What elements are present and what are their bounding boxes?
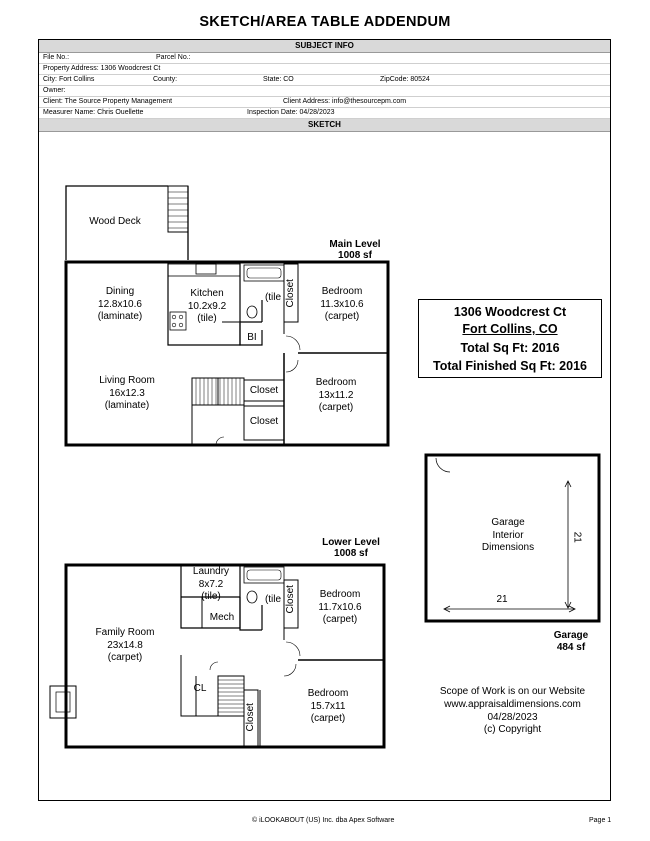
room-main-bedroom-1: Bedroom 11.3x10.6 (carpet) — [320, 286, 364, 322]
lower-level-title: Lower Level — [322, 537, 380, 548]
main-bath-tile-label: (tile — [264, 292, 282, 303]
lower-level-outline — [49, 563, 386, 749]
info-row-address: Property Address: 1306 Woodcrest Ct — [39, 64, 610, 75]
garage-outline — [424, 453, 601, 623]
inspection-date: Inspection Date: 04/28/2023 — [247, 109, 335, 116]
room-living-room: Living Room 16x12.3 (laminate) — [99, 375, 155, 411]
main-closet-vertical-label: Closet — [284, 279, 296, 308]
info-row-measurer: Measurer Name: Chris Ouellette Inspectio… — [39, 108, 610, 119]
room-lower-bedroom-2: Bedroom 15.7x11 (carpet) — [307, 688, 349, 724]
subject-info-header: SUBJECT INFO — [39, 40, 610, 53]
garage-title: Garage — [553, 630, 589, 641]
room-lower-bedroom-1: Bedroom 11.7x10.6 (carpet) — [318, 589, 362, 625]
info-row-file: File No.: Parcel No.: — [39, 53, 610, 64]
client: Client: The Source Property Management — [43, 98, 173, 105]
room-kitchen: Kitchen 10.2x9.2 (tile) — [187, 288, 227, 324]
wood-deck-label: Wood Deck — [89, 216, 141, 227]
scope-of-work-note: Scope of Work is on our Website www.appr… — [420, 686, 605, 737]
room-main-bedroom-2: Bedroom 13x11.2 (carpet) — [315, 377, 357, 413]
county-label: County: — [153, 76, 178, 83]
lower-closet-vertical-label: Closet — [284, 585, 296, 614]
info-row-client: Client: The Source Property Management C… — [39, 97, 610, 108]
website-link[interactable]: www.appraisaldimensions.com — [444, 698, 581, 710]
client-address: Client Address: info@thesourcepm.com — [283, 98, 407, 105]
file-no-label: File No.: — [43, 54, 70, 61]
summary-address: 1306 Woodcrest Ct — [453, 305, 567, 319]
summary-city: Fort Collins, CO — [462, 322, 558, 336]
property-summary-box: 1306 Woodcrest Ct Fort Collins, CO Total… — [418, 299, 602, 378]
lower-closet-label: Closet — [244, 703, 256, 732]
main-closet-2-label: Closet — [249, 416, 279, 427]
footer-copyright: © iLOOKABOUT (US) Inc. dba Apex Software — [252, 817, 395, 824]
measurer-name: Measurer Name: Chris Ouellette — [43, 109, 144, 116]
city: City: Fort Collins — [43, 76, 95, 83]
room-dining: Dining 12.8x10.6 (laminate) — [97, 286, 143, 322]
footer-page-number: Page 1 — [589, 817, 612, 824]
state: State: CO — [263, 76, 294, 83]
sketch-header: SKETCH — [39, 119, 610, 132]
garage-interior-label: Garage Interior Dimensions — [481, 517, 535, 553]
lower-level-area: 1008 sf — [334, 548, 368, 559]
info-row-owner: Owner: — [39, 86, 610, 97]
garage-dim-horizontal: 21 — [496, 594, 508, 605]
summary-total-finished-sqft: Total Finished Sq Ft: 2016 — [433, 359, 587, 373]
property-address: Property Address: 1306 Woodcrest Ct — [43, 65, 161, 72]
garage-dim-vertical: 21 — [571, 531, 583, 543]
main-bi-label: BI — [247, 332, 257, 343]
lower-cl-label: CL — [193, 683, 207, 694]
room-family-room: Family Room 23x14.8 (carpet) — [95, 627, 155, 663]
owner-label: Owner: — [43, 87, 66, 94]
main-level-outline — [64, 260, 390, 447]
summary-total-sqft: Total Sq Ft: 2016 — [460, 341, 560, 355]
main-level-title: Main Level — [329, 239, 381, 250]
parcel-no-label: Parcel No.: — [156, 54, 191, 61]
page-title: SKETCH/AREA TABLE ADDENDUM — [199, 14, 451, 30]
main-closet-1-label: Closet — [249, 385, 279, 396]
wood-deck-outline — [65, 185, 189, 260]
zip-code: ZipCode: 80524 — [380, 76, 430, 83]
room-laundry: Laundry 8x7.2 (tile) — [192, 566, 230, 602]
info-row-city: City: Fort Collins County: State: CO Zip… — [39, 75, 610, 86]
lower-bath-tile-label: (tile — [264, 594, 282, 605]
addendum-frame: SUBJECT INFO File No.: Parcel No.: Prope… — [38, 39, 611, 801]
lower-mech-label: Mech — [209, 612, 235, 623]
main-level-area: 1008 sf — [338, 250, 372, 261]
garage-area: 484 sf — [556, 642, 586, 653]
